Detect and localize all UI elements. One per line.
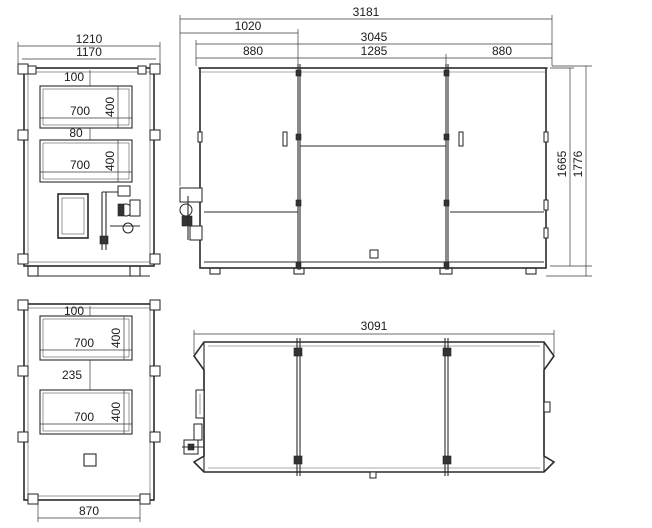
dim-side-section1: 880 — [243, 44, 263, 58]
dim-front-inner-width: 1170 — [76, 45, 102, 59]
dim-front-total-width: 1210 — [76, 32, 103, 46]
top-valve-assembly-icon — [182, 423, 204, 455]
front-view: 1210 1170 100 700 400 80 700 400 — [17, 32, 161, 277]
side-valve-assembly-icon — [179, 187, 203, 241]
dim-front-top-gap: 100 — [64, 70, 84, 84]
side-view: 3181 1020 3045 880 1285 880 1665 1776 — [179, 5, 592, 277]
dim-side-body-height: 1665 — [555, 150, 569, 177]
dim-side-body-length: 3045 — [361, 30, 388, 44]
dim-rear-opening1-width: 700 — [74, 336, 94, 350]
rear-view: 100 700 400 235 700 400 870 — [17, 299, 161, 522]
dim-rear-opening2-width: 700 — [74, 410, 94, 424]
dim-rear-opening2-height: 400 — [109, 402, 123, 422]
dim-rear-opening1-height: 400 — [109, 328, 123, 348]
dim-front-opening2-height: 400 — [103, 151, 117, 171]
dim-side-section3: 880 — [492, 44, 512, 58]
dim-front-opening2-width: 700 — [70, 158, 90, 172]
dim-rear-top-gap: 100 — [64, 304, 84, 318]
dim-side-total-length: 3181 — [353, 5, 380, 19]
dim-front-opening1-width: 700 — [70, 104, 90, 118]
valve-assembly-icon — [99, 185, 141, 250]
dim-side-total-height: 1776 — [571, 150, 585, 177]
dim-rear-base-width: 870 — [79, 504, 99, 518]
dim-side-section2: 1285 — [361, 44, 388, 58]
dim-front-mid-gap: 80 — [69, 126, 83, 140]
dim-rear-mid-gap: 235 — [62, 368, 82, 382]
top-view: 3091 — [182, 319, 556, 479]
dim-side-offset: 1020 — [235, 19, 262, 33]
dim-top-total-length: 3091 — [361, 319, 388, 333]
dim-front-opening1-height: 400 — [103, 97, 117, 117]
